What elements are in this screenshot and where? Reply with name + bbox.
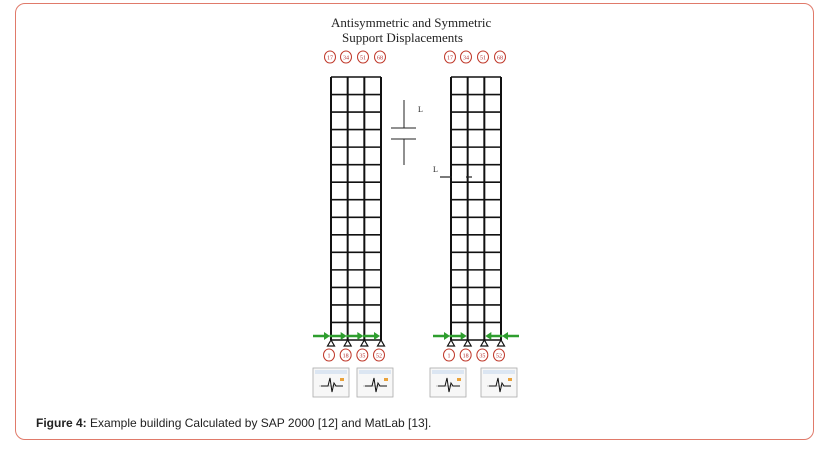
thumbnail-signal (321, 377, 343, 393)
antisymmetric-bottom-node-circle (323, 348, 335, 362)
symmetric-top-node-label: 34 (463, 56, 469, 62)
symmetric-bottom-node-label: 1 (448, 354, 451, 360)
arrow-head-icon (374, 332, 380, 340)
symmetric-bottom-node-circle (493, 348, 505, 362)
arrow-head-icon (357, 332, 364, 340)
symmetric-support-icon (496, 338, 506, 347)
arrow-head-icon (502, 332, 508, 340)
dimension-label: L (433, 165, 438, 174)
antisymmetric-top-node-circle (324, 50, 336, 64)
symmetric-bottom-node-circle (459, 348, 472, 362)
symmetric-top-node-circle (444, 50, 456, 64)
antisymmetric-bottom-node-circle (373, 348, 385, 362)
symmetric-support-icon (446, 338, 456, 347)
caption-text: Example building Calculated by SAP 2000 … (86, 416, 432, 430)
antisymmetric-top-node-label: 51 (360, 56, 366, 62)
thumbnail-legend-mark (384, 378, 388, 381)
antisymmetric-bottom-node-circle (339, 348, 352, 362)
symmetric-bottom-node-label: 35 (479, 354, 485, 360)
arrow-head-icon (460, 332, 467, 340)
symmetric-top-node-label: 68 (497, 56, 503, 62)
antisymmetric-support-icon (359, 338, 369, 347)
arrow-head-icon (485, 332, 492, 340)
symmetric-top-node-circle (477, 50, 489, 64)
figure-title-line2: Support Displacements (342, 30, 463, 45)
arrow-head-icon (444, 332, 450, 340)
antisymmetric-top-node-circle (340, 50, 352, 64)
antisymmetric-top-node-label: 68 (377, 56, 383, 62)
thumbnail-header (359, 370, 391, 374)
antisymmetric-top-node-label: 34 (343, 56, 349, 62)
antisymmetric-bottom-node-circle (356, 348, 369, 362)
dimension-label: L (418, 105, 423, 114)
thumbnail-signal (489, 377, 511, 393)
antisymmetric-bottom-node-label: 18 (343, 354, 349, 360)
antisymmetric-support-icon (376, 338, 386, 347)
antisymmetric-top-node-label: 17 (327, 56, 333, 62)
thumbnail-legend-mark (340, 378, 344, 381)
figure-title-line1: Antisymmetric and Symmetric (331, 15, 492, 30)
antisymmetric-top-node-circle (357, 50, 369, 64)
symmetric-top-node-label: 17 (447, 56, 453, 62)
antisymmetric-support-icon (326, 338, 336, 347)
antisymmetric-bottom-node-label: 52 (376, 354, 382, 360)
caption-prefix: Figure 4: (36, 416, 87, 430)
thumbnail-signal (438, 377, 460, 393)
symmetric-top-node-circle (460, 50, 472, 64)
antisymmetric-support-icon (343, 338, 353, 347)
thumbnail-legend-mark (457, 378, 461, 381)
symmetric-bottom-node-label: 52 (496, 354, 502, 360)
antisymmetric-top-node-circle (374, 50, 386, 64)
symmetric-support-icon (463, 338, 473, 347)
symmetric-support-icon (479, 338, 489, 347)
antisymmetric-bottom-node-label: 35 (359, 354, 365, 360)
antisymmetric-bottom-node-label: 1 (328, 354, 331, 360)
thumbnail-signal (365, 377, 387, 393)
symmetric-bottom-node-label: 18 (463, 354, 469, 360)
symmetric-top-node-label: 51 (480, 56, 486, 62)
thumbnail-header (315, 370, 347, 374)
figure-frame (15, 3, 814, 440)
symmetric-top-node-circle (494, 50, 506, 64)
symmetric-bottom-node-circle (476, 348, 489, 362)
symmetric-bottom-node-circle (443, 348, 455, 362)
thumbnail-header (483, 370, 515, 374)
thumbnail-legend-mark (508, 378, 512, 381)
figure-caption: Figure 4: Example building Calculated by… (36, 416, 431, 430)
arrow-head-icon (324, 332, 330, 340)
thumbnail-header (432, 370, 464, 374)
arrow-head-icon (340, 332, 347, 340)
